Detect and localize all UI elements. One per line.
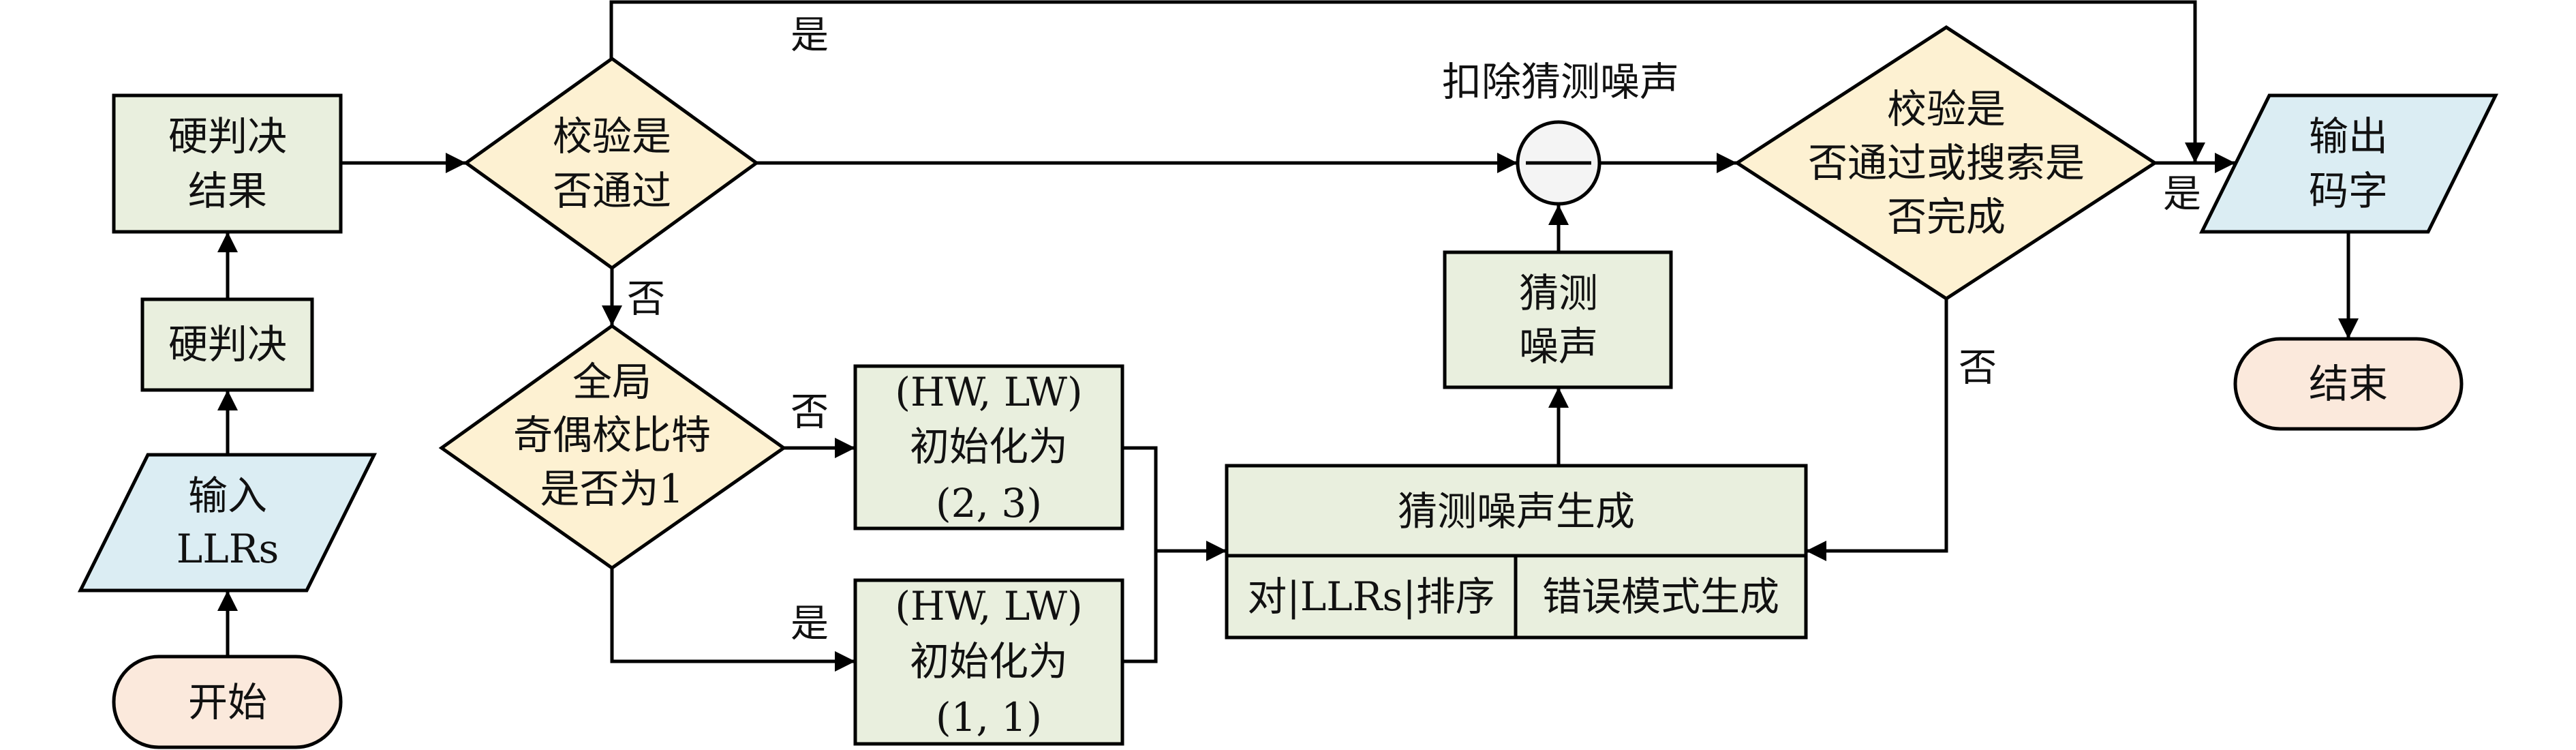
check-pass-line1: 校验是 (553, 113, 671, 160)
output-parallelogram (2198, 93, 2499, 234)
edges (217, 0, 2359, 672)
end-terminal (2233, 337, 2464, 431)
node-check-pass[interactable]: 校验是 否通过 (463, 56, 760, 271)
guess-noise-line2: 噪声 (1519, 323, 1598, 370)
node-init-1-1[interactable]: (HW, LW) 初始化为 (1, 1) (853, 578, 1124, 746)
global-parity-line1: 全局 (572, 359, 651, 405)
input-label-line1: 输入 (188, 472, 267, 519)
input-parallelogram (77, 453, 378, 592)
node-hard-decision-result[interactable]: 硬判决 结果 (112, 93, 343, 234)
noise-gen-sort-llrs: 对|LLRs|排序 (1247, 573, 1495, 620)
init-2-3-line1: (HW, LW) (895, 369, 1082, 415)
check-pass-line2: 否通过 (553, 168, 671, 214)
node-subtract[interactable]: 扣除猜测噪声 (1442, 59, 1679, 206)
label-parity-yes: 是 (791, 602, 829, 646)
hard-decision-result-box (112, 93, 343, 234)
node-output-codeword[interactable]: 输出 码字 (2198, 93, 2499, 234)
hard-decision-result-line1: 硬判决 (168, 113, 287, 160)
noise-gen-title: 猜测噪声生成 (1398, 488, 1635, 535)
noise-gen-error-pattern: 错误模式生成 (1542, 573, 1779, 620)
node-global-parity[interactable]: 全局 奇偶校比特 是否为1 (438, 323, 787, 571)
edge-final-no-to-noise-gen (1806, 299, 1948, 561)
global-parity-line2: 奇偶校比特 (513, 412, 711, 458)
node-check-or-done[interactable]: 校验是 否通过或搜索是 否完成 (1734, 25, 2158, 301)
label-final-no: 否 (1959, 346, 1997, 391)
end-label: 结束 (2309, 361, 2388, 407)
init-2-3-box (853, 364, 1124, 530)
node-guess-noise[interactable]: 猜测 噪声 (1443, 250, 1673, 389)
check-or-done-diamond (1734, 25, 2158, 301)
node-hard-decision[interactable]: 硬判决 (140, 297, 314, 392)
global-parity-line3: 是否为1 (540, 466, 684, 512)
subtract-label: 扣除猜测噪声 (1442, 59, 1679, 105)
check-or-done-line2: 否通过或搜索是 (1808, 140, 2085, 186)
label-final-yes: 是 (2163, 172, 2201, 217)
start-label: 开始 (188, 679, 267, 725)
label-check-pass-yes: 是 (791, 14, 829, 58)
guess-noise-line1: 猜测 (1519, 270, 1598, 316)
check-or-done-line3: 否完成 (1887, 194, 2006, 240)
init-2-3-line2: 初始化为 (910, 423, 1068, 470)
node-noise-generation[interactable]: 猜测噪声生成 对|LLRs|排序 错误模式生成 (1225, 464, 1808, 640)
label-parity-no: 否 (791, 391, 829, 435)
node-start[interactable]: 开始 (112, 655, 343, 749)
init-1-1-box (853, 578, 1124, 746)
edge-init23-merge (1122, 446, 1158, 663)
init-1-1-line3: (1, 1) (936, 694, 1042, 740)
init-1-1-line1: (HW, LW) (895, 583, 1082, 629)
output-line1: 输出 (2309, 113, 2388, 160)
edge-parity-yes-to-init11 (610, 568, 855, 672)
hard-decision-box (140, 297, 314, 392)
init-2-3-line3: (2, 3) (936, 480, 1042, 526)
check-or-done-line1: 校验是 (1887, 86, 2006, 132)
node-init-2-3[interactable]: (HW, LW) 初始化为 (2, 3) (853, 364, 1124, 530)
input-label-line2: LLRs (177, 526, 279, 572)
hard-decision-result-line2: 结果 (188, 168, 267, 214)
label-check-pass-no: 否 (627, 278, 665, 322)
edge-check-yes-to-output (609, 0, 2205, 163)
hard-decision-label: 硬判决 (168, 321, 287, 368)
check-pass-diamond (463, 56, 760, 271)
guess-noise-box (1443, 250, 1673, 389)
node-input-llrs[interactable]: 输入 LLRs (77, 453, 378, 592)
init-1-1-line2: 初始化为 (910, 638, 1068, 685)
start-terminal (112, 655, 343, 749)
output-line2: 码字 (2309, 168, 2388, 214)
node-end[interactable]: 结束 (2233, 337, 2464, 431)
global-parity-diamond (438, 323, 787, 571)
